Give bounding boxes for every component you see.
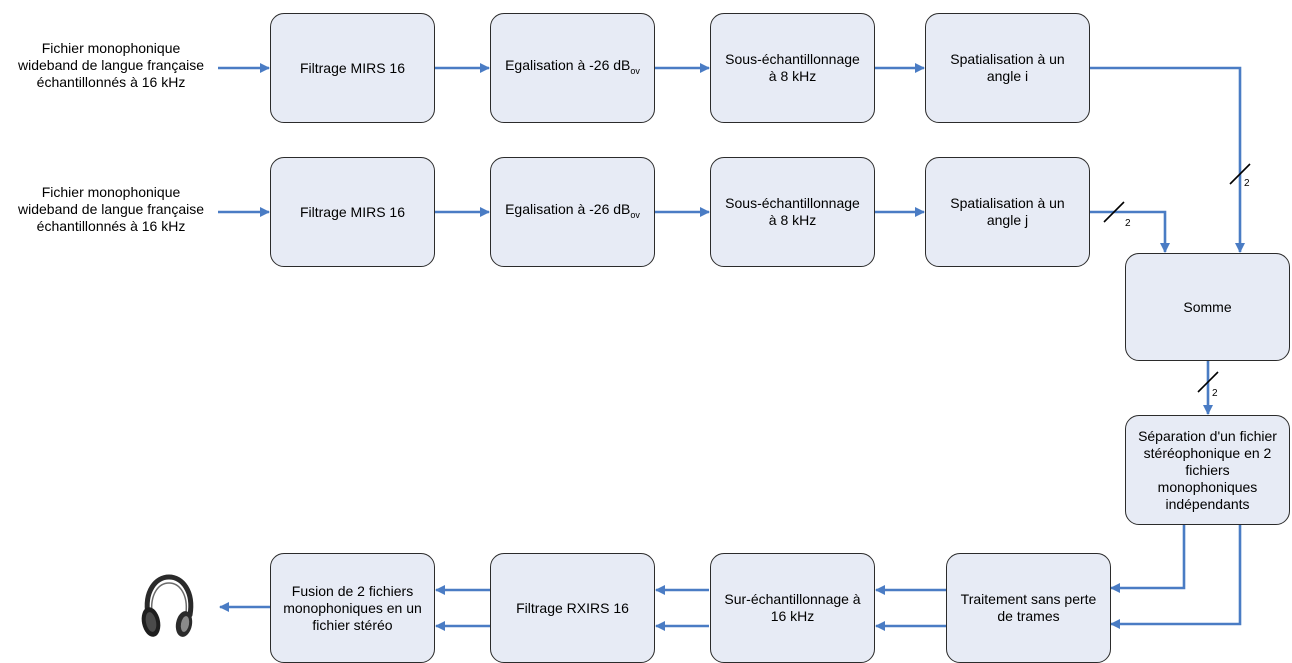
somme-box: Somme: [1125, 253, 1290, 361]
arrow-separation-to-traitement-bottom: [1110, 525, 1242, 629]
separation-box: Séparation d'un fichier stéréophonique e…: [1125, 415, 1290, 525]
filtrage-mirs-box-2: Filtrage MIRS 16: [270, 157, 435, 267]
bus-label-spatial-i: 2: [1244, 178, 1250, 189]
bus-slash-somme: [1197, 371, 1219, 393]
source-file-2: Fichier monophonique wideband de langue …: [17, 184, 205, 234]
egalisation-box-1: Egalisation à -26 dBov: [490, 13, 655, 123]
filtrage-rxirs-box: Filtrage RXIRS 16: [490, 553, 655, 663]
source-file-1: Fichier monophonique wideband de langue …: [17, 40, 205, 90]
bus-slash-spatial-i: [1229, 163, 1251, 185]
arrow-separation-to-traitement-top: [1110, 525, 1186, 593]
bus-slash-spatial-j: [1103, 201, 1125, 223]
arrow-spatial1-to-somme: [1089, 66, 1245, 253]
bus-label-spatial-j: 2: [1125, 218, 1131, 229]
headphones-icon: [141, 574, 194, 637]
filtrage-mirs-box-1: Filtrage MIRS 16: [270, 13, 435, 123]
egalisation-box-2: Egalisation à -26 dBov: [490, 157, 655, 267]
bus-label-somme: 2: [1212, 388, 1218, 399]
